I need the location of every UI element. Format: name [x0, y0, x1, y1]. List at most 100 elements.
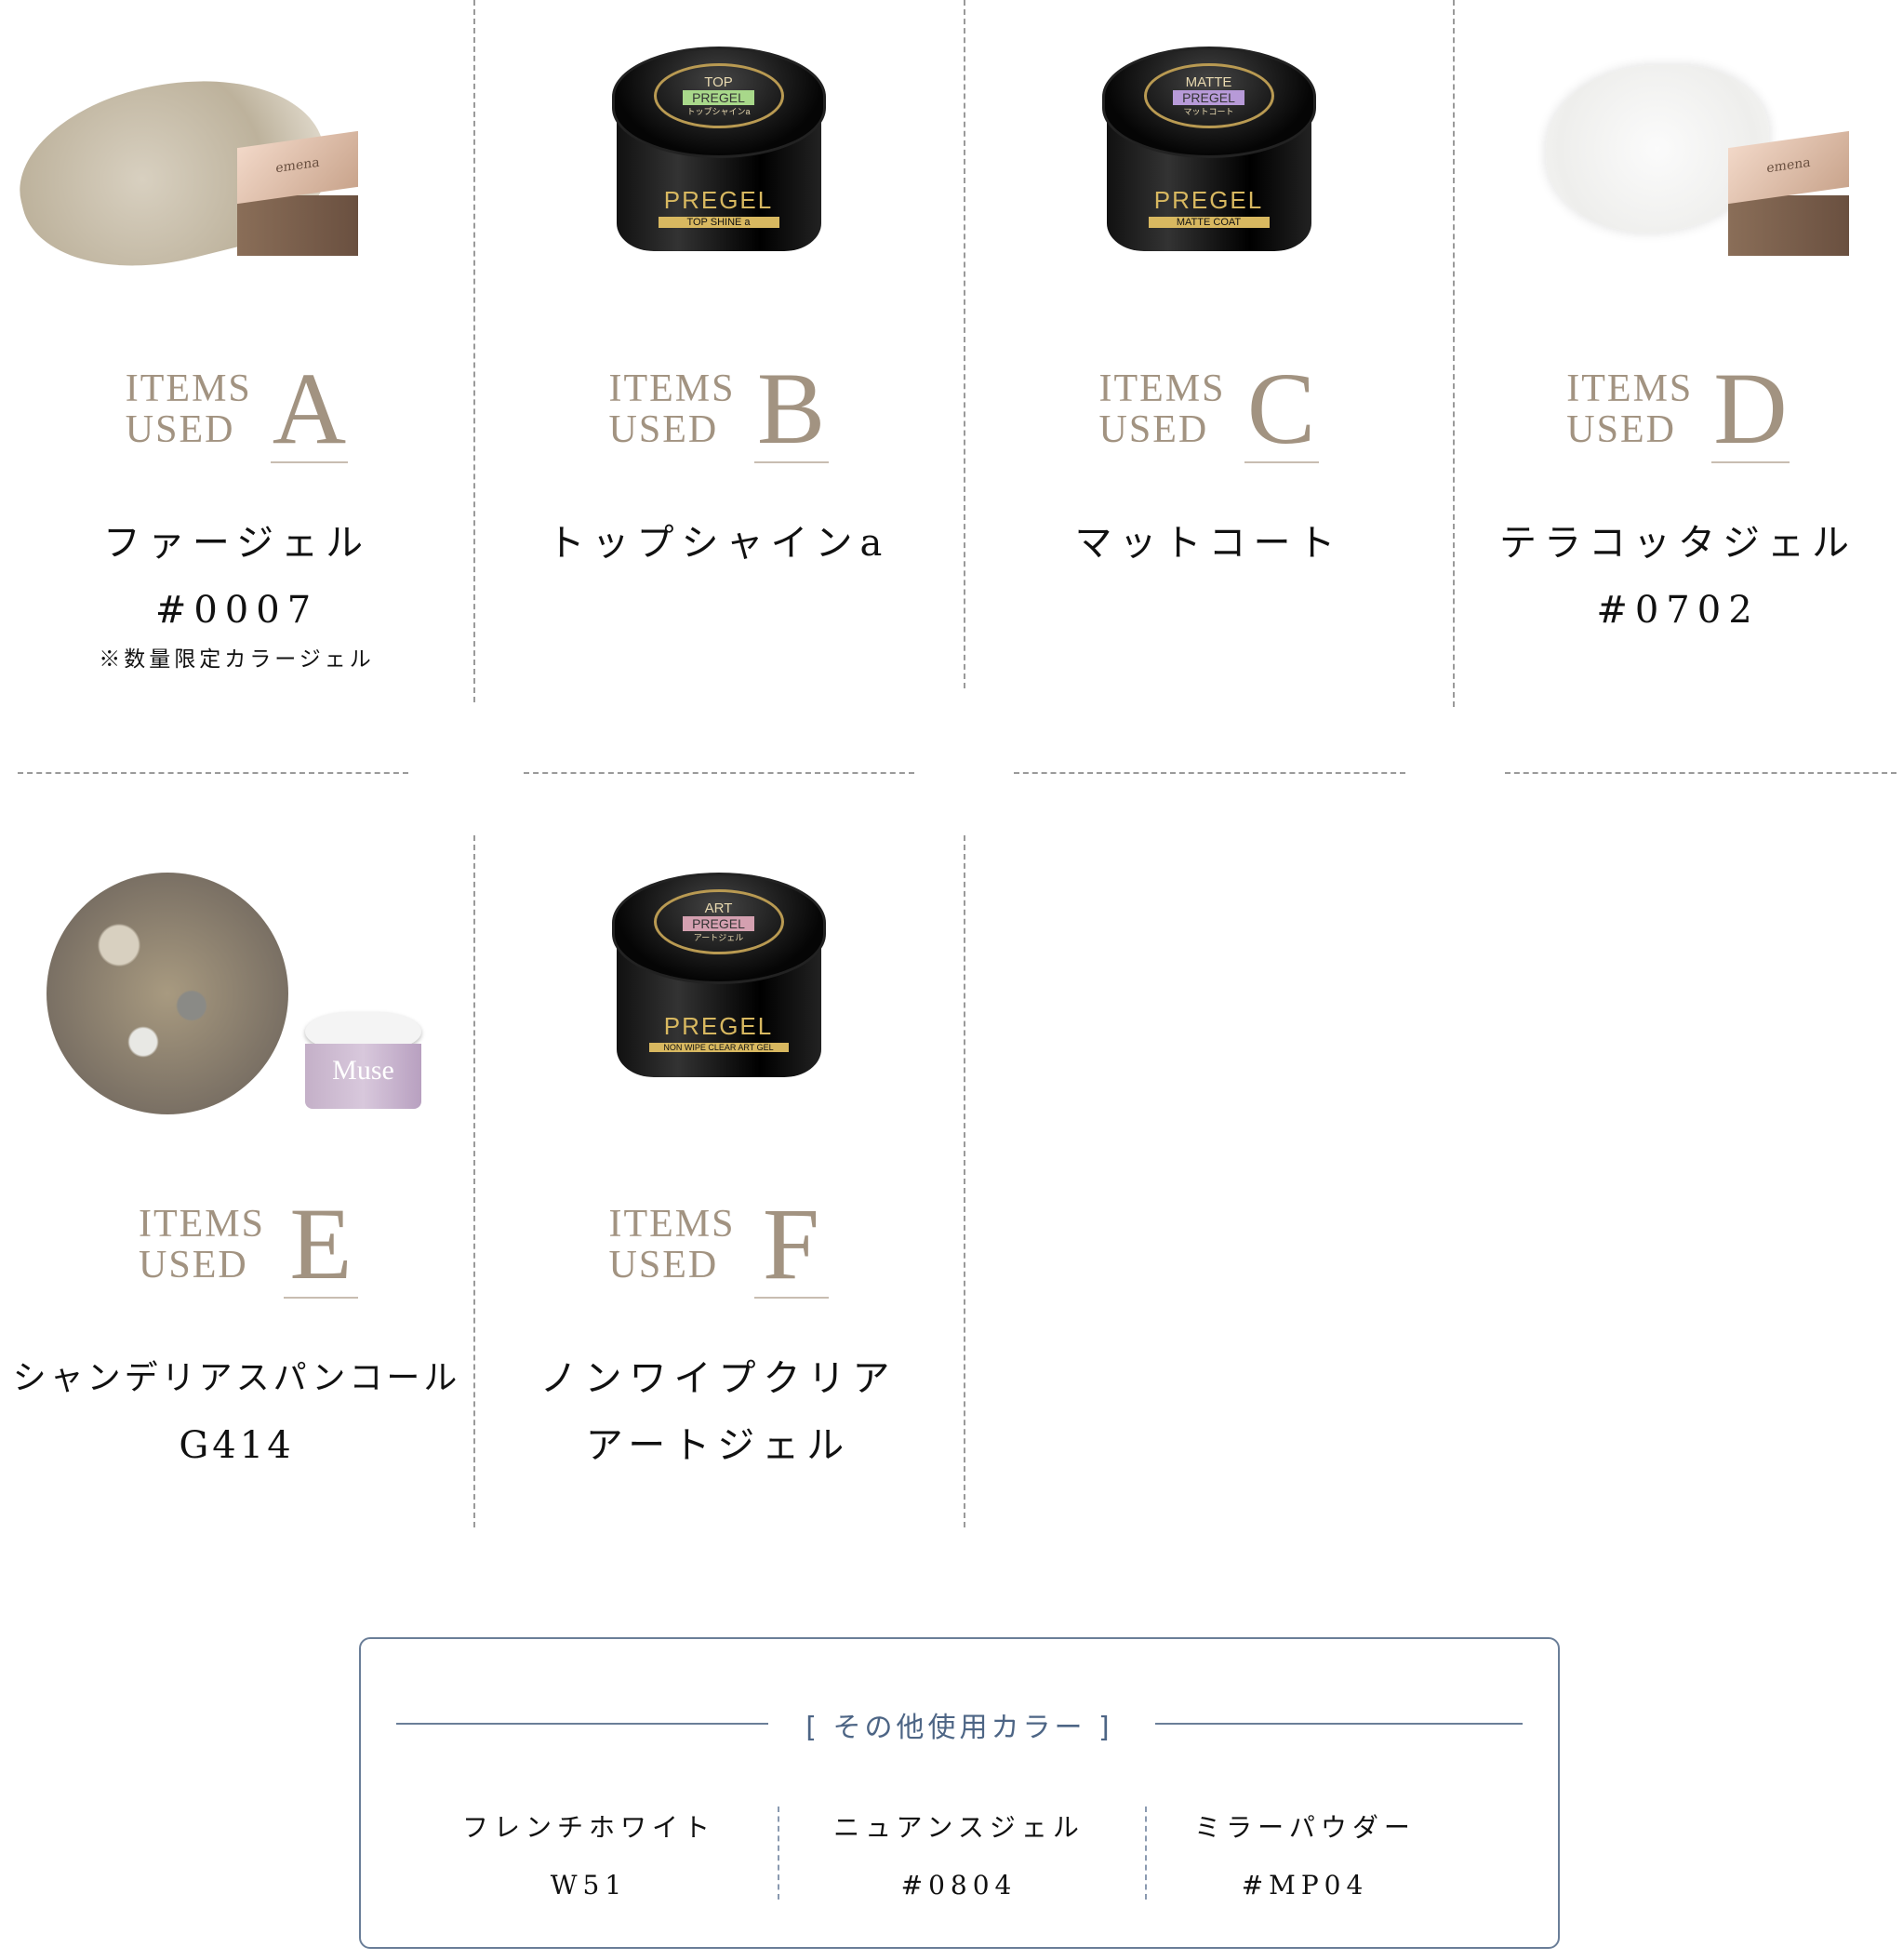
lid-text: ART	[704, 900, 733, 916]
heading-items: ITEMS	[139, 1203, 265, 1246]
title-rule-right	[1155, 1723, 1523, 1725]
heading-items: ITEMS	[1566, 367, 1694, 410]
heading-items: ITEMS	[125, 367, 252, 410]
lid-band: PREGEL	[1173, 90, 1244, 105]
lid-subtext: トップシャインa	[686, 107, 751, 116]
divider	[473, 0, 475, 702]
muse-jar: Muse	[305, 1012, 421, 1119]
divider	[524, 772, 914, 774]
lid-text: MATTE	[1185, 74, 1232, 90]
other-color-item: ミラーパウダー #MP04	[1124, 1799, 1486, 1914]
item-name: ノンワイプクリア アートジェル	[473, 1345, 964, 1479]
jar-brand: Muse	[305, 1044, 421, 1109]
other-colors-panel: [ その他使用カラー ] フレンチホワイト W51 ニュアンスジェル #0804…	[359, 1637, 1560, 1949]
emena-jar: emena	[1728, 130, 1849, 260]
item-code: #0702	[1596, 589, 1760, 632]
product-image: Muse	[0, 873, 473, 1114]
item-title: ファージェル	[102, 522, 371, 565]
item-name: シャンデリアスパンコール G414	[0, 1345, 473, 1479]
other-color-item: フレンチホワイト W51	[407, 1799, 770, 1914]
heading-used: USED	[608, 1244, 719, 1287]
divider	[964, 835, 965, 1527]
title-rule-left	[396, 1723, 768, 1725]
item-letter: C	[1244, 357, 1319, 463]
item-letter: B	[753, 357, 829, 463]
product-image: emena	[1453, 37, 1903, 279]
lid-subtext: マットコート	[1183, 107, 1234, 116]
jar-brand: PREGEL	[663, 1012, 774, 1040]
divider	[1453, 0, 1455, 707]
heading-items: ITEMS	[608, 367, 736, 410]
heading-items: ITEMS	[608, 1203, 736, 1246]
item-name: トップシャインa	[473, 510, 964, 577]
color-code: #0804	[900, 1870, 1018, 1900]
item-title: マットコート	[1074, 522, 1343, 565]
jar-brand: emena	[1728, 130, 1849, 205]
other-color-item: ニュアンスジェル #0804	[778, 1799, 1140, 1914]
item-letter: D	[1711, 352, 1790, 465]
item-code: #0007	[154, 589, 319, 632]
color-name: ミラーパウダー	[1194, 1812, 1416, 1843]
heading-used: USED	[139, 1244, 248, 1287]
jar-sub: MATTE COAT	[1148, 217, 1270, 228]
item-title: シャンデリアスパンコール	[12, 1359, 461, 1397]
item-title: ノンワイプクリア	[539, 1357, 898, 1400]
emena-jar: emena	[237, 130, 358, 260]
lid-band: PREGEL	[683, 916, 754, 931]
lid-text: TOP	[704, 74, 733, 90]
color-name: ニュアンスジェル	[833, 1812, 1085, 1843]
lid-band: PREGEL	[683, 90, 754, 105]
lid-subtext: アートジェル	[693, 933, 744, 942]
divider	[18, 772, 408, 774]
other-colors-title: [ その他使用カラー ]	[805, 1712, 1113, 1744]
divider	[1014, 772, 1405, 774]
item-title: テラコッタジェル	[1499, 522, 1856, 565]
item-letter: A	[270, 352, 349, 465]
product-image: emena	[0, 37, 473, 296]
glitter-circle	[47, 873, 288, 1114]
item-note: ※数量限定カラージェル	[99, 647, 375, 672]
item-letter: E	[284, 1193, 358, 1299]
jar-brand: PREGEL	[1153, 186, 1264, 214]
color-code: #MP04	[1241, 1870, 1369, 1900]
jar-sub: TOP SHINE a	[658, 217, 779, 228]
divider	[778, 1807, 779, 1900]
divider	[473, 835, 475, 1527]
jar-brand: PREGEL	[663, 186, 774, 214]
item-name: マットコート	[964, 510, 1454, 577]
heading-used: USED	[608, 408, 719, 451]
divider	[1505, 772, 1896, 774]
item-name: テラコッタジェル #0702	[1453, 510, 1903, 644]
divider	[1145, 1807, 1147, 1900]
color-name: フレンチホワイト	[461, 1812, 715, 1843]
heading-used: USED	[1098, 408, 1209, 451]
item-name: ファージェル #0007 ※数量限定カラージェル	[0, 510, 473, 675]
item-title: トップシャインa	[547, 522, 890, 565]
jar-sub: NON WIPE CLEAR ART GEL	[648, 1043, 789, 1052]
jar-brand: emena	[237, 130, 358, 205]
heading-items: ITEMS	[1098, 367, 1226, 410]
heading-used: USED	[125, 408, 235, 451]
divider	[964, 0, 965, 688]
item-code: G414	[179, 1424, 295, 1467]
color-code: W51	[550, 1870, 628, 1900]
heading-used: USED	[1566, 408, 1676, 451]
